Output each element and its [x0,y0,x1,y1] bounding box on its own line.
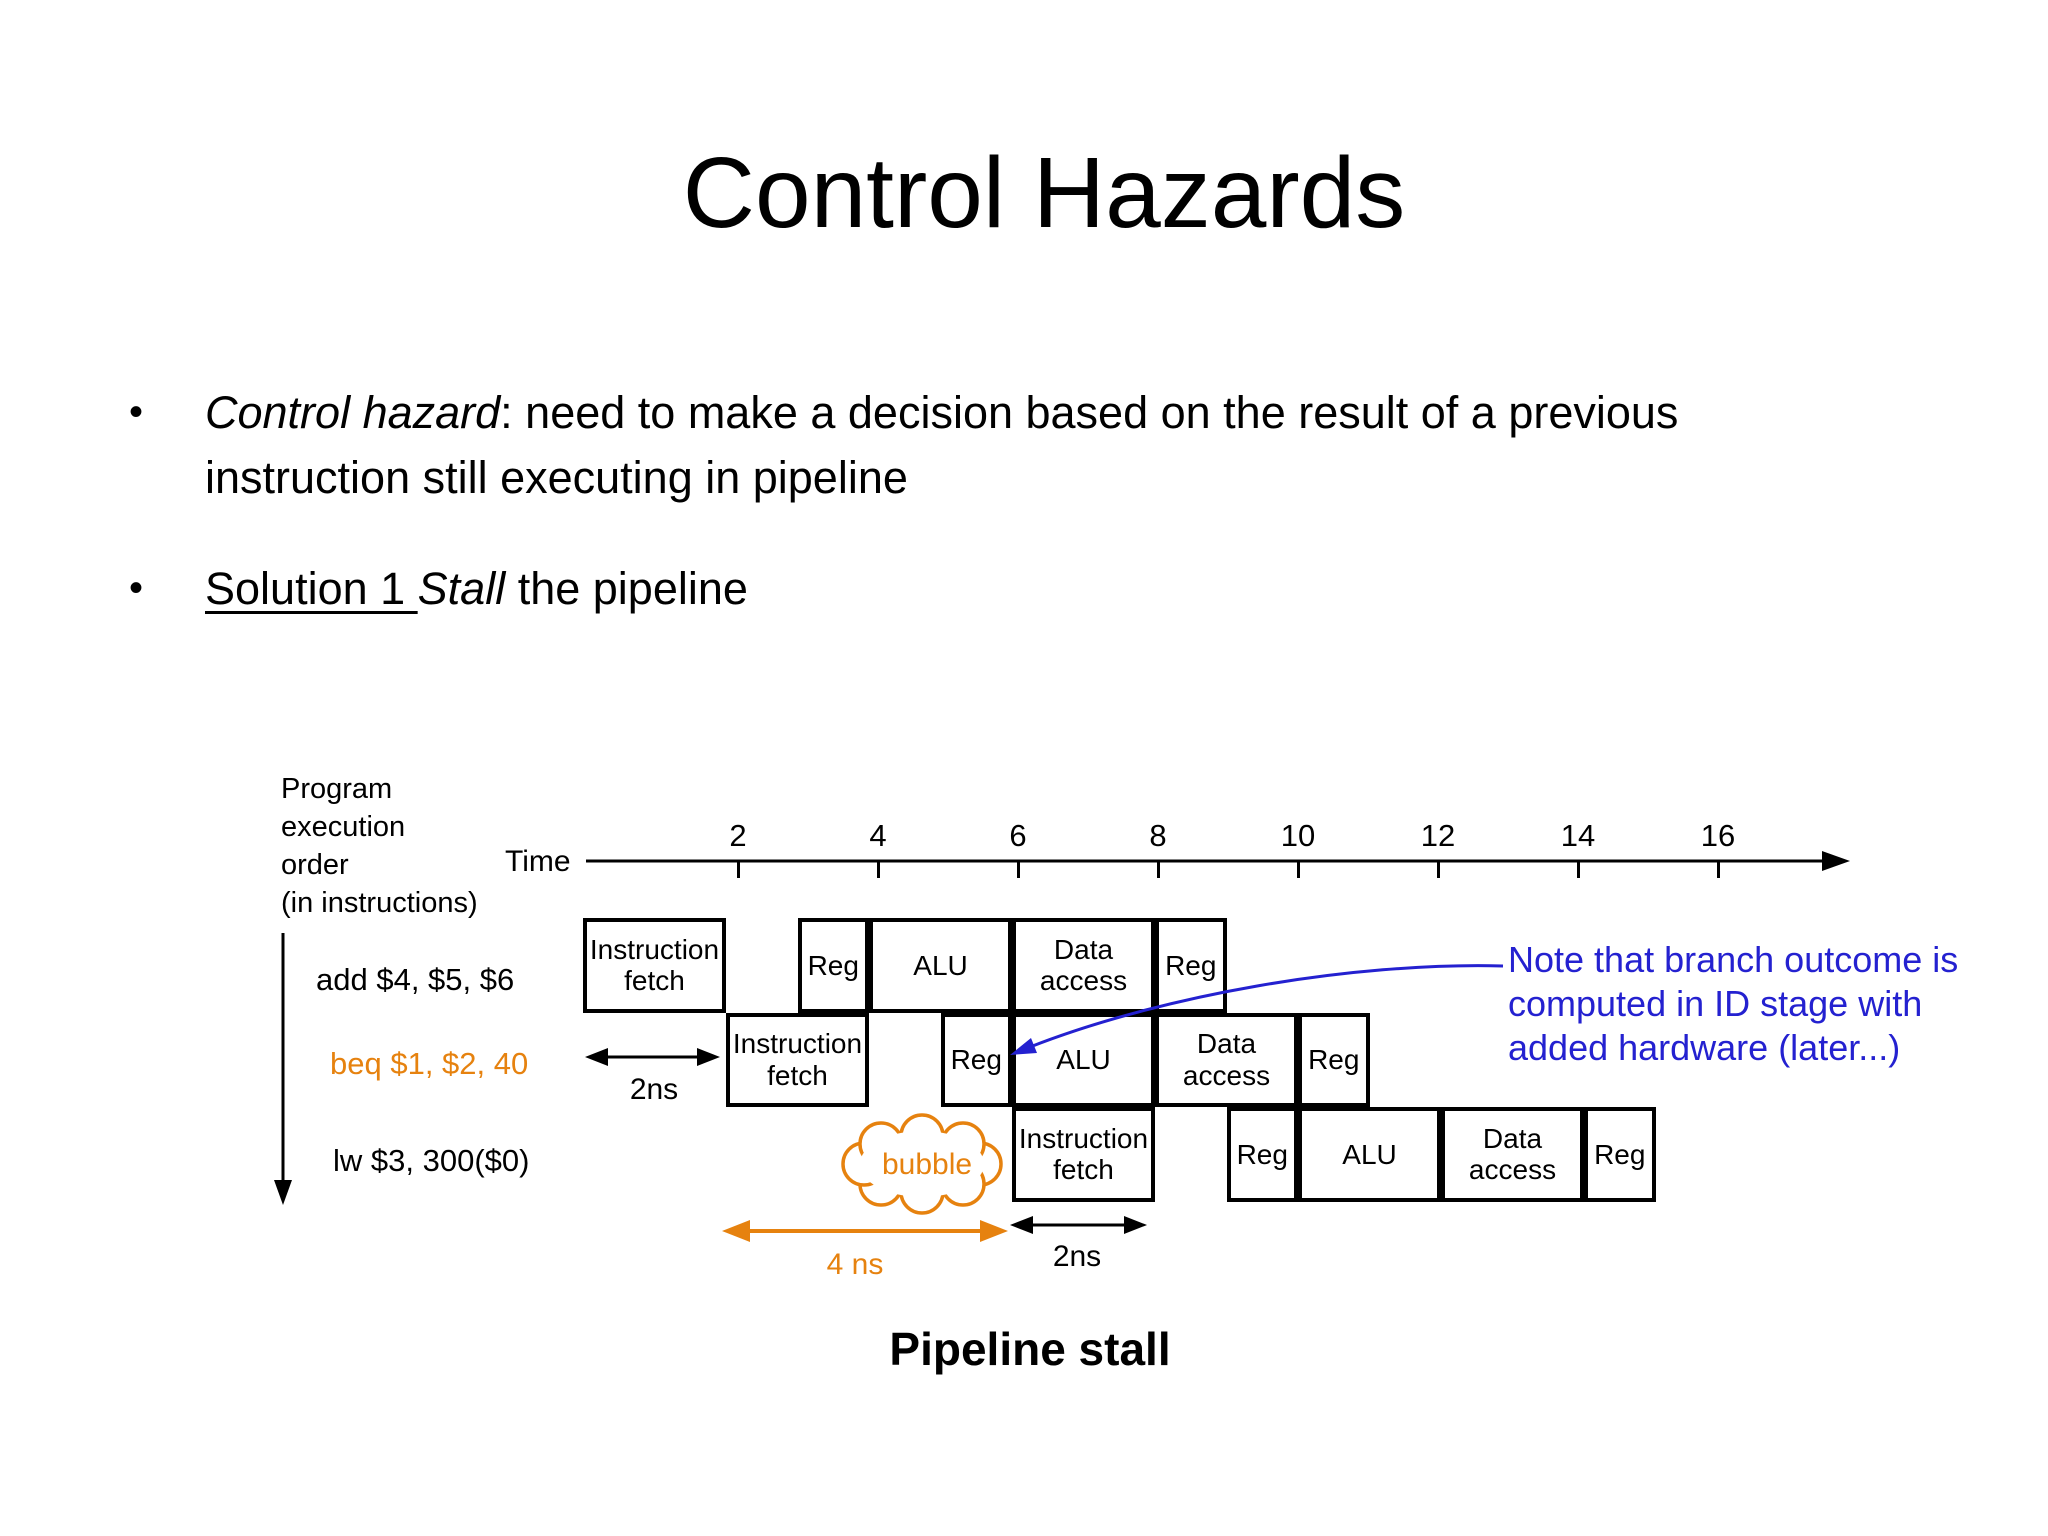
stage-box: Instruction fetch [726,1012,869,1107]
stall-2ns-arrow-first [585,1048,720,1066]
stall-4ns-arrow [722,1220,1008,1242]
slide-title: Control Hazards [682,137,1406,249]
axis-tick-label: 16 [1700,818,1736,853]
stage-box: Data access [1155,1012,1298,1107]
4ns-label: 4 ns [826,1248,884,1281]
axis-tick-mark [736,861,740,878]
stage-box: Reg [940,1012,1012,1107]
axis-tick-mark [1296,861,1300,878]
axis-tick-label: 14 [1560,818,1596,853]
bullet-solution-stall: • Solution 1 Stall the pipeline [129,556,1939,621]
stage-box: Reg [1584,1107,1656,1202]
bullet2-solution: Solution 1 [205,563,418,614]
instruction-label: add $4, $5, $6 [316,962,515,997]
axis-tick-mark [1716,861,1720,878]
stage-box: Data access [1441,1107,1584,1202]
bullet-control-hazard: • Control hazard: need to make a decisio… [129,380,1939,510]
axis-tick-mark [1016,861,1020,878]
stall-2ns-arrow-second [1010,1216,1147,1234]
bullet-dot-icon: • [129,390,144,434]
axis-tick-label: 12 [1420,818,1456,853]
axis-tick-label: 10 [1280,818,1316,853]
bullet2-text: the pipeline [505,563,748,614]
bullet1-line2: instruction still executing in pipeline [205,452,908,503]
branch-note: Note that branch outcome is computed in … [1508,938,2028,1070]
axis-tick-label: 8 [1149,818,1167,853]
2ns-label-first: 2ns [629,1073,679,1106]
axis-tick-mark [1156,861,1160,878]
program-order-label: Program execution order (in instructions… [281,773,478,919]
stage-box: ALU [869,918,1012,1013]
stage-box: ALU [1012,1012,1155,1107]
stage-box: ALU [1298,1107,1441,1202]
branch-note-line1: Note that branch outcome is [1508,939,1959,980]
axis-tick-label: 4 [869,818,887,853]
2ns-label-second: 2ns [1052,1240,1102,1273]
stage-box: Reg [797,918,869,1013]
branch-note-line3: added hardware (later...) [1508,1027,1901,1068]
axis-tick-mark [876,861,880,878]
stage-box: Reg [1298,1012,1370,1107]
time-axis-label: Time [505,845,571,878]
branch-note-line2: computed in ID stage with [1508,983,1923,1024]
program-order-arrow [274,933,292,1205]
pipeline-stall-caption: Pipeline stall [889,1323,1171,1375]
stage-box: Instruction fetch [583,918,726,1013]
instruction-label: lw $3, 300($0) [333,1143,530,1178]
stage-box: Reg [1226,1107,1298,1202]
bullet2-stall: Stall [417,563,506,614]
time-axis-arrow [586,851,1850,871]
bubble-label: bubble [881,1148,973,1181]
axis-tick-mark [1576,861,1580,878]
stage-box: Data access [1012,918,1155,1013]
stage-box: Instruction fetch [1012,1107,1155,1202]
axis-tick-label: 6 [1009,818,1027,853]
bullet1-term: Control hazard [205,387,501,438]
bullet1-text: : need to make a decision based on the r… [500,387,1679,438]
axis-tick-label: 2 [729,818,747,853]
bullet-dot-icon: • [129,566,144,610]
axis-tick-mark [1436,861,1440,878]
bullet-list: • Control hazard: need to make a decisio… [129,380,1939,621]
stage-box: Reg [1155,918,1227,1013]
instruction-label: beq $1, $2, 40 [330,1046,529,1081]
